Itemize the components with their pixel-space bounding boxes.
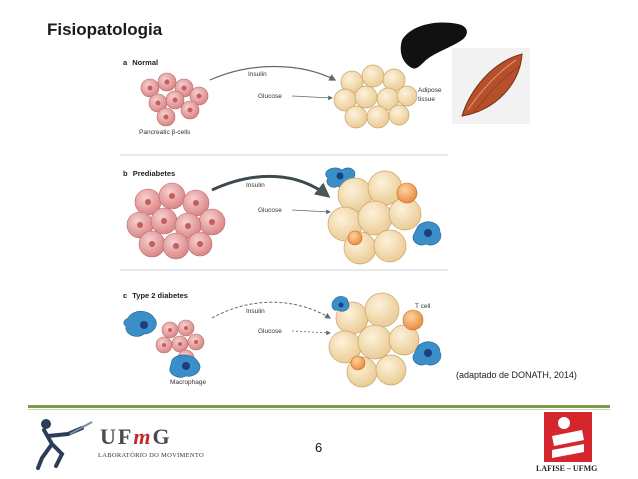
liver-icon <box>400 22 467 69</box>
beta-cells-type2 <box>123 310 205 378</box>
page-number: 6 <box>315 440 323 455</box>
lafise-logo-icon <box>544 412 592 462</box>
glucose-arrow-type2 <box>291 330 331 336</box>
insulin-label-b: Insulin <box>246 182 265 189</box>
muscle-image <box>452 48 530 124</box>
panel-c-heading: c Type 2 diabetes <box>123 291 188 300</box>
footer-rule-light <box>28 409 610 410</box>
beta-cells-normal <box>140 72 209 127</box>
lafise-label: LAFISE – UFMG <box>536 464 598 473</box>
runner-logo-icon <box>36 419 93 470</box>
glucose-label-b: Glucose <box>258 207 282 214</box>
t-cell-label: T cell <box>415 303 431 310</box>
insulin-arrow-type2 <box>211 301 332 319</box>
adipose-label-line2: tissue <box>418 96 435 103</box>
panel-b-heading: b Prediabetes <box>123 169 175 178</box>
glucose-arrow-prediabetes <box>291 209 331 215</box>
adipocytes-type2 <box>328 292 442 388</box>
figure-citation: (adaptado de DONATH, 2014) <box>456 370 577 380</box>
adipocytes-prediabetes <box>325 167 442 265</box>
glucose-arrow-normal <box>291 95 333 101</box>
panel-a-heading: a Normal <box>123 58 158 67</box>
insulin-label-c: Insulin <box>246 308 265 315</box>
beta-cells-prediabetes <box>126 182 226 260</box>
slide-title: Fisiopatologia <box>47 20 163 39</box>
beta-cells-label: Pancreatic β-cells <box>139 129 191 136</box>
macrophage-label: Macrophage <box>170 379 207 386</box>
glucose-label-a: Glucose <box>258 93 282 100</box>
insulin-arrow-normal <box>209 65 337 81</box>
glucose-label-c: Glucose <box>258 328 282 335</box>
insulin-arrow-prediabetes <box>211 174 331 198</box>
footer-rule <box>28 405 610 408</box>
adipose-label-line1: Adipose <box>418 87 442 94</box>
insulin-label-a: Insulin <box>248 71 267 78</box>
lab-name: LABORATÓRIO DO MOVIMENTO <box>98 452 205 459</box>
ufmg-logo: UFmG <box>100 424 172 449</box>
adipocytes-normal <box>333 64 418 129</box>
